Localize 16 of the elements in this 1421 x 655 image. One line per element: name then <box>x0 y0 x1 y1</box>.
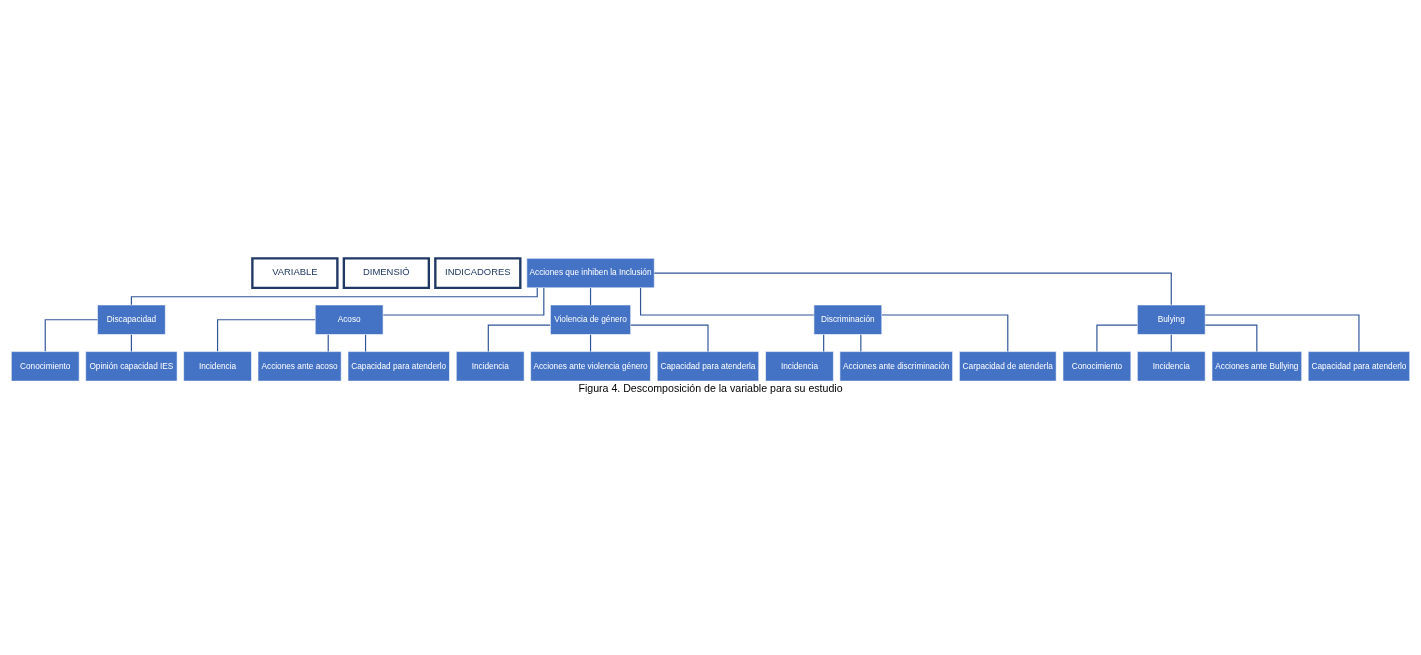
node-box: INDICADORES <box>434 256 522 289</box>
connector <box>130 286 538 305</box>
connector <box>630 323 709 352</box>
node-box: DIMENSIÓ <box>342 256 430 289</box>
connector <box>487 323 551 352</box>
connector <box>653 272 1172 305</box>
node-box: VARIABLE <box>251 256 339 289</box>
connector <box>1204 313 1360 352</box>
connector <box>382 286 545 316</box>
connector <box>1204 323 1258 352</box>
connector <box>217 318 316 352</box>
connector <box>44 318 98 352</box>
connector <box>881 313 1009 352</box>
caption: Figura 4. Descomposición de la variable para su estudio <box>578 381 843 394</box>
connector <box>640 286 815 316</box>
connector <box>1096 323 1138 352</box>
